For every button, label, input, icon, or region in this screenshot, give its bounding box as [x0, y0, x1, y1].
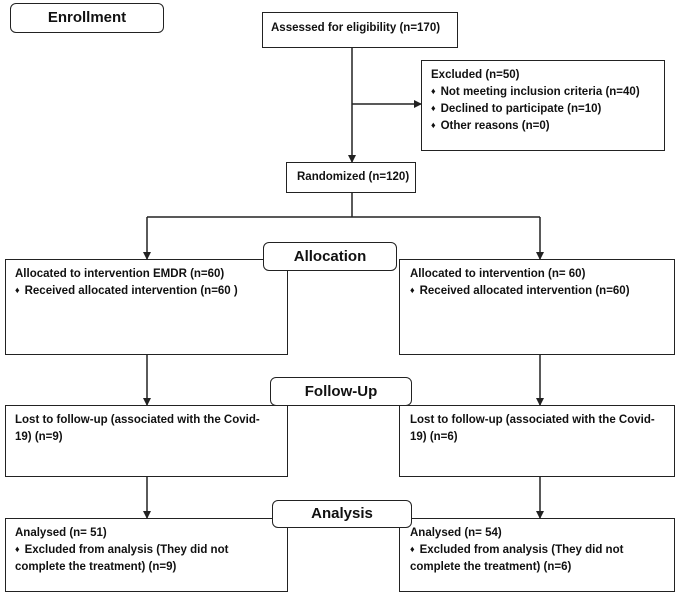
- allocation-right-item: Received allocated intervention (n=60): [410, 283, 674, 300]
- analysis-right-title: Analysed (n= 54): [410, 527, 502, 539]
- followup-right-line1: Lost to follow-up (associated with the C…: [410, 414, 655, 426]
- analysis-right-item-cont: complete the treatment) (n=6): [410, 561, 572, 573]
- followup-left-box: Lost to follow-up (associated with the C…: [5, 405, 288, 477]
- excluded-item: Declined to participate (n=10): [431, 101, 664, 118]
- followup-right-line2: 19) (n=6): [410, 431, 458, 443]
- excluded-item: Not meeting inclusion criteria (n=40): [431, 84, 664, 101]
- stage-label-text: Follow-Up: [304, 383, 378, 400]
- stage-label-allocation: Allocation: [263, 242, 397, 271]
- stage-label-text: Enrollment: [47, 9, 127, 26]
- excluded-box: Excluded (n=50) Not meeting inclusion cr…: [421, 60, 665, 151]
- analysis-left-title: Analysed (n= 51): [15, 527, 107, 539]
- allocation-right-box: Allocated to intervention (n= 60) Receiv…: [399, 259, 675, 355]
- allocation-left-item: Received allocated intervention (n=60 ): [15, 283, 287, 300]
- stage-label-analysis: Analysis: [272, 500, 412, 528]
- followup-left-line2: 19) (n=9): [15, 431, 63, 443]
- analysis-left-box: Analysed (n= 51) Excluded from analysis …: [5, 518, 288, 592]
- excluded-item: Other reasons (n=0): [431, 118, 664, 135]
- excluded-title: Excluded (n=50): [431, 69, 520, 81]
- followup-left-line1: Lost to follow-up (associated with the C…: [15, 414, 260, 426]
- stage-label-enrollment: Enrollment: [10, 3, 164, 33]
- analysis-left-item: Excluded from analysis (They did not: [15, 542, 287, 559]
- followup-right-box: Lost to follow-up (associated with the C…: [399, 405, 675, 477]
- stage-label-text: Analysis: [311, 505, 373, 522]
- assessed-box: Assessed for eligibility (n=170): [262, 12, 458, 48]
- stage-label-text: Allocation: [293, 248, 367, 265]
- analysis-right-box: Analysed (n= 54) Excluded from analysis …: [399, 518, 675, 592]
- allocation-left-box: Allocated to intervention EMDR (n=60) Re…: [5, 259, 288, 355]
- assessed-text: Assessed for eligibility (n=170): [271, 22, 441, 34]
- allocation-left-title: Allocated to intervention EMDR (n=60): [15, 268, 225, 280]
- allocation-right-title: Allocated to intervention (n= 60): [410, 268, 586, 280]
- randomized-text: Randomized (n=120): [297, 171, 410, 183]
- randomized-box: Randomized (n=120): [286, 162, 416, 193]
- analysis-left-item-cont: complete the treatment) (n=9): [15, 561, 177, 573]
- analysis-right-item: Excluded from analysis (They did not: [410, 542, 674, 559]
- stage-label-followup: Follow-Up: [270, 377, 412, 406]
